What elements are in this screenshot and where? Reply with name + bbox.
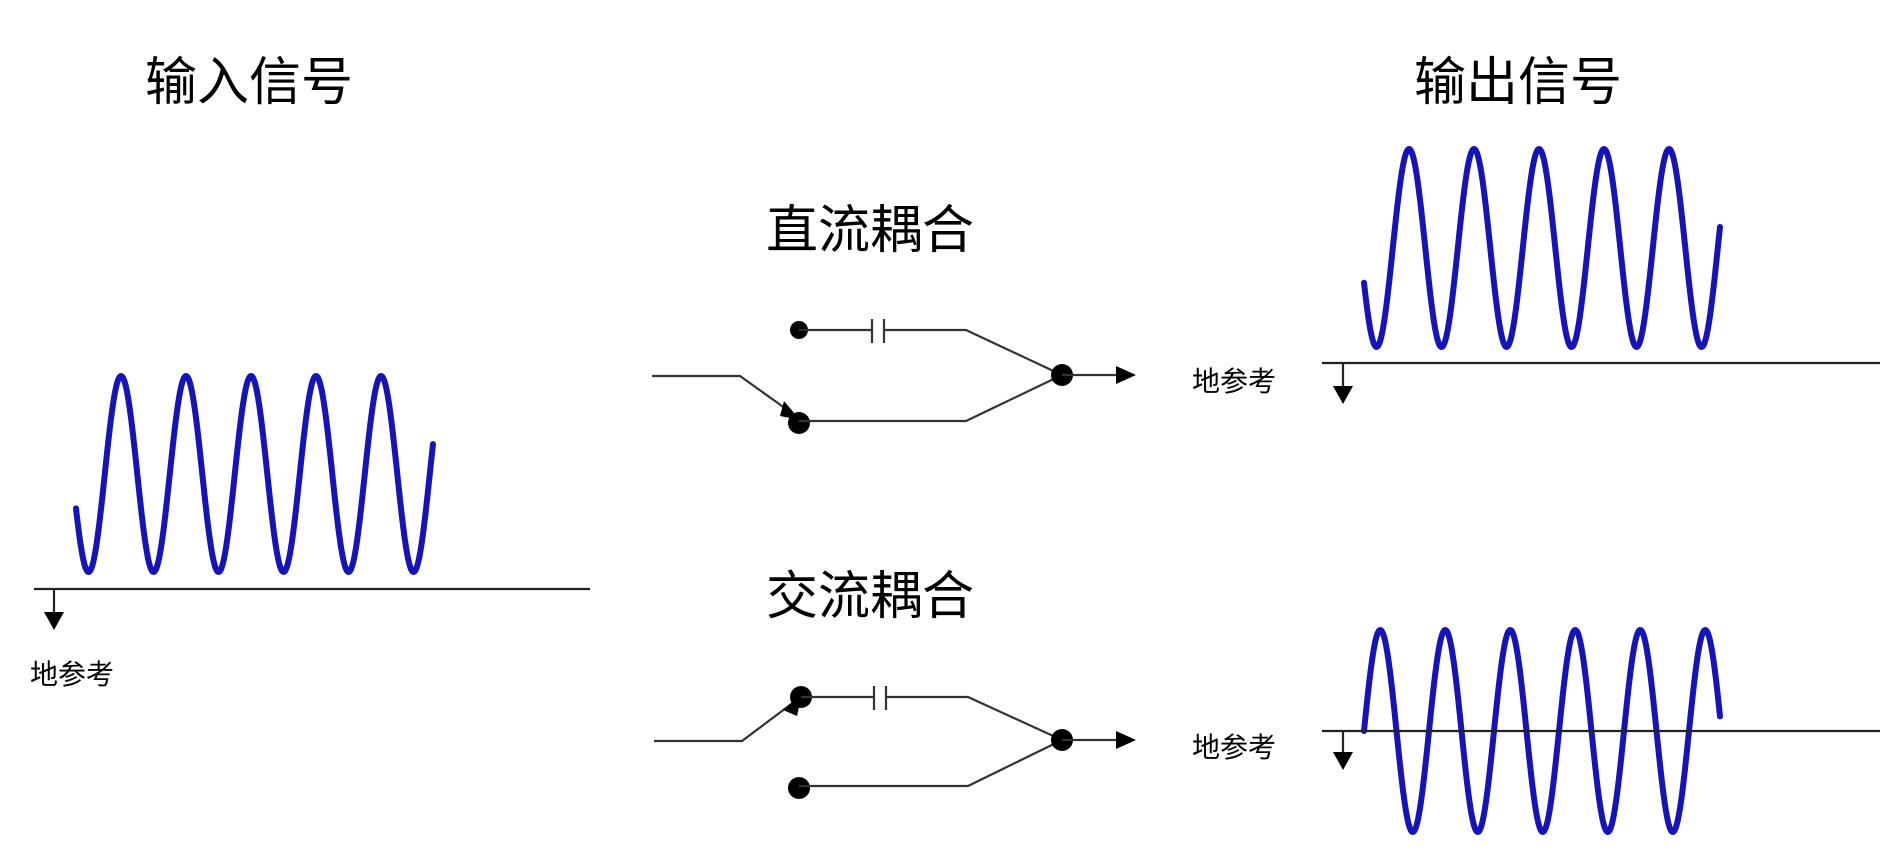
dc-bottom-terminal <box>788 412 810 434</box>
output-signal-title: 输出信号 <box>1414 53 1622 113</box>
ac-input-wire <box>654 698 799 743</box>
ac-bottom-terminal <box>788 777 810 799</box>
down-arrow-icon <box>44 589 64 630</box>
input-ground-reference-label: 地参考 <box>30 658 114 691</box>
dc-coupling-circuit: 直流耦合 <box>652 201 1136 434</box>
capacitor-icon <box>870 319 886 343</box>
ac-output-panel: 地参考 <box>1192 627 1880 835</box>
dc-input-wire <box>652 374 797 417</box>
dc-output-ground-reference-label: 地参考 <box>1192 365 1276 398</box>
right-arrow-icon <box>1116 731 1136 749</box>
down-arrow-icon <box>1333 731 1353 770</box>
input-waveform <box>73 373 436 575</box>
capacitor-icon <box>872 686 888 710</box>
input-signal-title: 输入信号 <box>145 53 353 113</box>
dc-coupling-title: 直流耦合 <box>766 201 974 261</box>
ac-coupling-title: 交流耦合 <box>766 567 974 627</box>
dc-output-waveform <box>1361 146 1723 350</box>
input-signal-panel: 输入信号 地参考 <box>30 53 590 691</box>
ac-output-ground-reference-label: 地参考 <box>1192 731 1276 764</box>
down-arrow-icon <box>1333 363 1353 404</box>
ac-coupling-circuit: 交流耦合 <box>654 567 1136 799</box>
right-arrow-icon <box>1116 366 1136 384</box>
output-signal-panel: 输出信号 地参考 <box>1192 53 1880 404</box>
ac-output-waveform <box>1361 627 1723 835</box>
